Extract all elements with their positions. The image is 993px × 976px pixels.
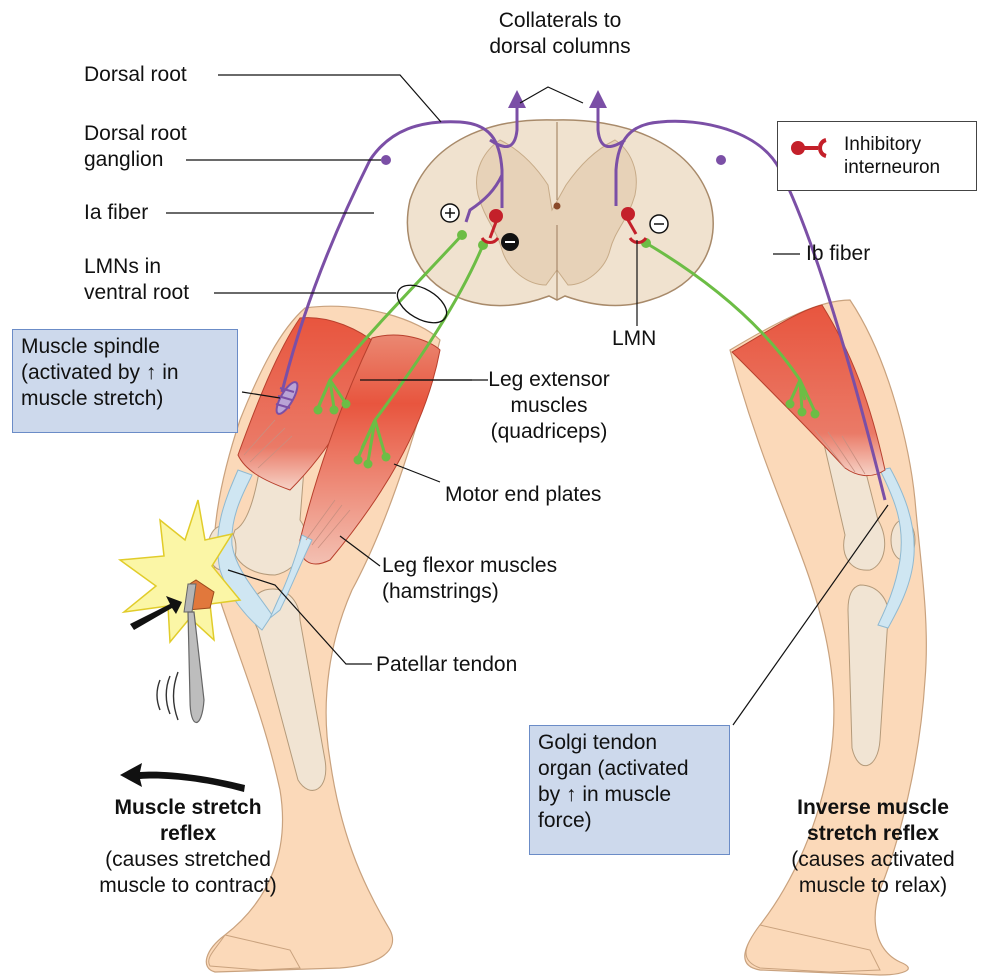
legend: Inhibitory interneuron: [777, 121, 977, 191]
leg-extensor-line1: Leg extensor: [474, 367, 624, 393]
right-reflex-title-line1: Inverse muscle: [762, 795, 984, 821]
golgi-line1: Golgi tendon: [538, 730, 721, 756]
leg-flexor-line1: Leg flexor muscles: [382, 553, 557, 579]
golgi-line3: by ↑ in muscle: [538, 782, 721, 808]
drg-line1: Dorsal root: [84, 121, 187, 147]
dorsal-root-ganglion-left: [381, 155, 391, 165]
muscle-stretch-reflex-caption: Muscle stretch reflex (causes stretched …: [68, 795, 308, 899]
collaterals-label-line1: Collaterals to: [470, 8, 650, 34]
inhibitory-sign-left: [501, 233, 519, 251]
golgi-line4: force): [538, 808, 721, 834]
dorsal-root-ganglion-label: Dorsal root ganglion: [84, 121, 187, 173]
muscle-spindle-line1: Muscle spindle: [21, 334, 229, 360]
legend-line2: interneuron: [844, 156, 940, 179]
drg-line2: ganglion: [84, 147, 187, 173]
right-reflex-title-line2: stretch reflex: [762, 821, 984, 847]
collaterals-label-line2: dorsal columns: [470, 34, 650, 60]
leg-flexor-line2: (hamstrings): [382, 579, 557, 605]
leg-flexor-label: Leg flexor muscles (hamstrings): [382, 553, 557, 605]
vibration-lines-icon: [157, 672, 178, 720]
collateral-arrow-right: [589, 90, 607, 108]
left-reflex-title-line2: reflex: [68, 821, 308, 847]
central-canal: [554, 203, 561, 210]
dorsal-root-label: Dorsal root: [84, 62, 187, 88]
left-reflex-desc-line2: muscle to contract): [68, 873, 308, 899]
collateral-arrow-left: [508, 90, 526, 108]
inverse-muscle-stretch-reflex-caption: Inverse muscle stretch reflex (causes ac…: [762, 795, 984, 899]
lmns-line1: LMNs in: [84, 254, 189, 280]
dorsal-root-ganglion-right: [716, 155, 726, 165]
left-reflex-title-line1: Muscle stretch: [68, 795, 308, 821]
leg-extensor-line2: muscles: [474, 393, 624, 419]
legend-line1: Inhibitory: [844, 133, 940, 156]
motor-end-plates-label: Motor end plates: [445, 482, 601, 508]
lmns-line2: ventral root: [84, 280, 189, 306]
excitatory-sign: [441, 204, 459, 222]
ia-fiber-label: Ia fiber: [84, 200, 148, 226]
lmn-label: LMN: [612, 326, 656, 352]
leg-swing-arrow-icon: [120, 763, 245, 792]
left-reflex-desc-line1: (causes stretched: [68, 847, 308, 873]
ib-fiber-label: Ib fiber: [806, 241, 870, 267]
reflex-hammer-icon: [184, 580, 214, 723]
right-reflex-desc-line2: muscle to relax): [762, 873, 984, 899]
legend-label: Inhibitory interneuron: [844, 133, 940, 179]
golgi-tendon-box: Golgi tendon organ (activated by ↑ in mu…: [529, 725, 730, 855]
lmns-ventral-root-label: LMNs in ventral root: [84, 254, 189, 306]
muscle-spindle-line2: (activated by ↑ in: [21, 360, 229, 386]
inhibitory-sign-right: [650, 215, 668, 233]
muscle-spindle-line3: muscle stretch): [21, 386, 229, 412]
patellar-tendon-label: Patellar tendon: [376, 652, 517, 678]
leg-extensor-line3: (quadriceps): [474, 419, 624, 445]
muscle-spindle-box: Muscle spindle (activated by ↑ in muscle…: [12, 329, 238, 433]
golgi-line2: organ (activated: [538, 756, 721, 782]
right-reflex-desc-line1: (causes activated: [762, 847, 984, 873]
inhibitory-synapse-icon: [790, 138, 834, 158]
leg-extensor-label: Leg extensor muscles (quadriceps): [474, 367, 624, 445]
collaterals-label: Collaterals to dorsal columns: [470, 8, 650, 60]
